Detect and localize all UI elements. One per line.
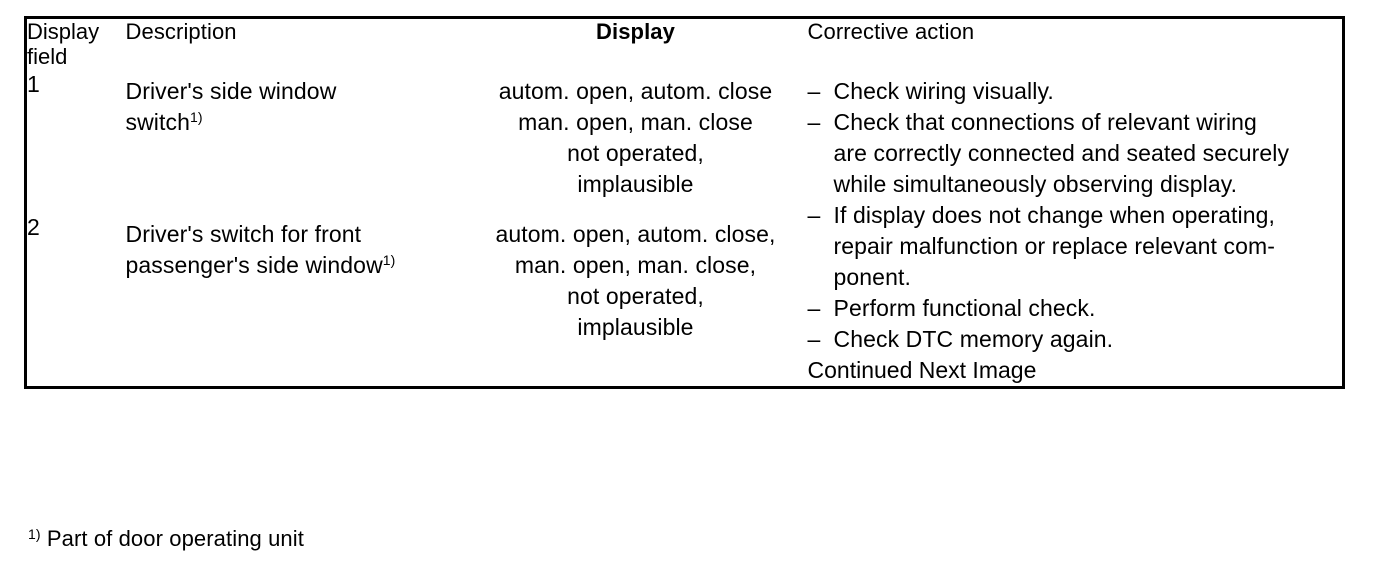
footnote-marker: 1) — [190, 109, 203, 125]
display-value-line: man. open, man. close, — [514, 252, 757, 278]
action-line: Check wiring visually. — [833, 78, 1054, 104]
dash-bullet: – — [807, 295, 821, 321]
dash-bullet: – — [807, 109, 821, 135]
header-corrective-action: Corrective action — [808, 18, 1344, 70]
row-description: Driver's side window switch1) — [126, 69, 464, 212]
header-display: Display — [464, 18, 808, 70]
row-description-line: Driver's switch for front — [125, 221, 362, 247]
list-item: – Check wiring visually. — [808, 76, 1343, 107]
action-line: repair malfunction or replace relevant c… — [833, 233, 1275, 259]
header-description: Description — [126, 18, 464, 70]
row-description-line: passenger's side window — [125, 252, 383, 278]
row-display-values: autom. open, autom. close man. open, man… — [464, 69, 808, 212]
dtc-fault-table: Display field Description Display Correc… — [24, 16, 1345, 389]
display-value-line: implausible — [577, 314, 694, 340]
display-value-line: not operated, — [567, 283, 704, 309]
header-display-field: Display field — [26, 18, 126, 69]
display-value-line: not operated, — [567, 140, 704, 166]
row-display-field-number: 2 — [27, 214, 40, 240]
table-footnote: 1) Part of door operating unit — [28, 525, 304, 553]
list-item: – Check DTC memory again. — [808, 324, 1343, 355]
action-line: Check that connections of relevant wirin… — [833, 109, 1257, 135]
action-line: are correctly connected and seated secur… — [833, 140, 1290, 166]
header-corrective-action-label: Corrective action — [807, 19, 975, 44]
row-description: Driver's switch for front passenger's si… — [126, 212, 464, 355]
list-item: – If display does not change when operat… — [808, 200, 1343, 293]
row-corrective-action: – Check wiring visually. – Check that co… — [808, 69, 1344, 355]
list-item: – Perform functional check. — [808, 293, 1343, 324]
dash-bullet: – — [807, 202, 821, 228]
table-footer-row: Continued Next Image — [26, 355, 1344, 388]
footer-cell-empty-field — [26, 355, 126, 388]
footer-cell-empty-description — [126, 355, 464, 388]
row-display-values: autom. open, autom. close, man. open, ma… — [464, 212, 808, 355]
header-display-field-line1: Display — [27, 19, 100, 44]
row-description-line: Driver's side window — [125, 78, 337, 104]
footnote-text: Part of door operating unit — [46, 526, 304, 551]
header-description-label: Description — [125, 19, 237, 44]
row-description-line: switch — [125, 109, 191, 135]
document-page: Display field Description Display Correc… — [24, 16, 1345, 389]
footnote-marker: 1) — [382, 252, 396, 268]
display-value-line: autom. open, autom. close, — [495, 221, 776, 247]
table-header-row: Display field Description Display Correc… — [26, 18, 1344, 70]
action-line: If display does not change when operatin… — [833, 202, 1276, 228]
action-line: ponent. — [833, 264, 911, 290]
action-line: Perform functional check. — [833, 295, 1096, 321]
continued-next-image-label: Continued Next Image — [807, 357, 1037, 383]
dash-bullet: – — [807, 326, 821, 352]
action-line: while simultaneously observing display. — [833, 171, 1238, 197]
display-value-line: autom. open, autom. close — [498, 78, 773, 104]
display-value-line: man. open, man. close — [518, 109, 753, 135]
table-row: 1 Driver's side window switch1) autom. o… — [26, 69, 1344, 352]
footer-cell-empty-display — [464, 355, 808, 388]
header-display-label: Display — [596, 19, 675, 44]
corrective-action-list: – Check wiring visually. – Check that co… — [808, 69, 1343, 355]
dash-bullet: – — [807, 78, 821, 104]
row-display-field-number: 1 — [27, 71, 40, 97]
list-item: – Check that connections of relevant wir… — [808, 107, 1343, 200]
footnote-marker: 1) — [28, 526, 41, 542]
table-row: 2 Driver's switch for front passenger's … — [26, 212, 1344, 355]
display-value-line: implausible — [577, 171, 694, 197]
header-display-field-line2: field — [27, 44, 68, 69]
action-line: Check DTC memory again. — [833, 326, 1114, 352]
